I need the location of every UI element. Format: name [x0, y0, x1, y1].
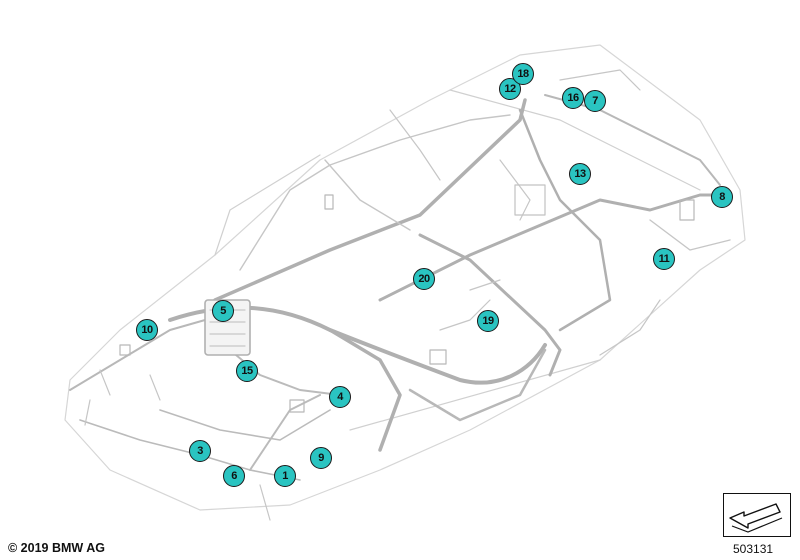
callout-1[interactable]: 1 — [274, 465, 296, 487]
callout-11[interactable]: 11 — [653, 248, 675, 270]
reference-number: 503131 — [733, 542, 774, 556]
callout-8[interactable]: 8 — [711, 186, 733, 208]
callout-15[interactable]: 15 — [236, 360, 258, 382]
callout-13[interactable]: 13 — [569, 163, 591, 185]
callout-10[interactable]: 10 — [136, 319, 158, 341]
callout-16[interactable]: 16 — [562, 87, 584, 109]
callout-12[interactable]: 12 — [499, 78, 521, 100]
car-body-outline — [64, 44, 746, 511]
callout-3[interactable]: 3 — [189, 440, 211, 462]
parts-list-arrow-icon — [723, 493, 791, 537]
callout-7[interactable]: 7 — [584, 90, 606, 112]
callout-20[interactable]: 20 — [413, 268, 435, 290]
copyright-notice: © 2019 BMW AG — [8, 541, 105, 555]
callout-19[interactable]: 19 — [477, 310, 499, 332]
callout-5[interactable]: 5 — [212, 300, 234, 322]
callout-6[interactable]: 6 — [223, 465, 245, 487]
callout-18[interactable]: 18 — [512, 63, 534, 85]
callout-4[interactable]: 4 — [329, 386, 351, 408]
callout-9[interactable]: 9 — [310, 447, 332, 469]
